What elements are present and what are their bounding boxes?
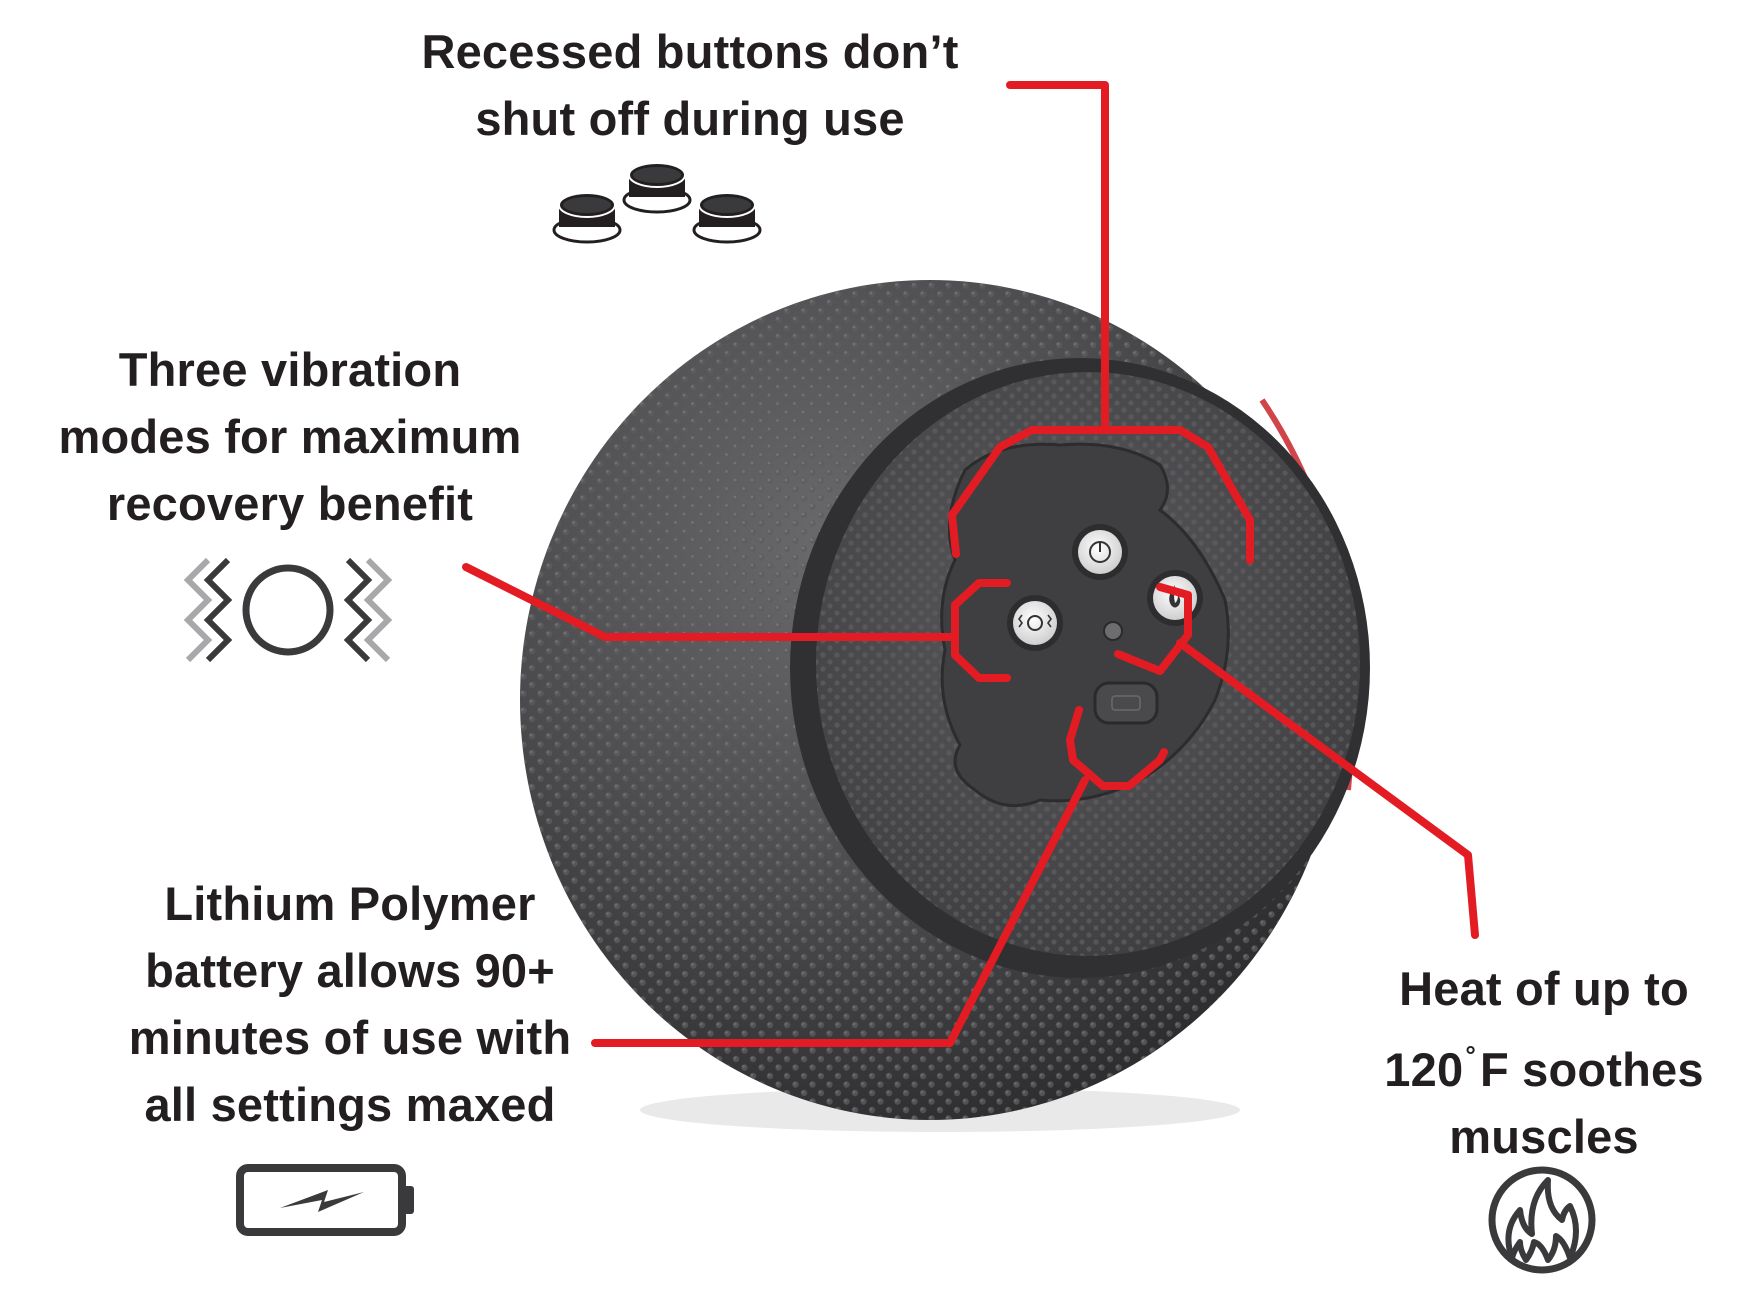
callout-heat: Heat of up to 120°F soothes muscles bbox=[1345, 955, 1743, 1170]
recessed-button-shape bbox=[692, 192, 762, 244]
callout-line: Three vibration bbox=[118, 343, 462, 396]
callout-line: minutes of use with bbox=[128, 1011, 572, 1064]
leader-buttons bbox=[1006, 81, 1109, 434]
recessed-button-shape bbox=[552, 192, 622, 244]
degree-symbol: ° bbox=[1465, 1040, 1476, 1070]
callout-leaders bbox=[462, 81, 1479, 1047]
callout-line: Recessed buttons don’t bbox=[421, 25, 959, 78]
heat-unit-text: F soothes bbox=[1479, 1043, 1704, 1096]
callout-line: muscles bbox=[1449, 1110, 1639, 1163]
callout-line: modes for maximum bbox=[58, 410, 522, 463]
leader-battery bbox=[591, 776, 1089, 1047]
callout-line: Lithium Polymer bbox=[164, 877, 536, 930]
callout-recessed-buttons: Recessed buttons don’t shut off during u… bbox=[360, 18, 1020, 152]
bracket-heat bbox=[1114, 583, 1192, 675]
vibration-icon bbox=[183, 557, 393, 663]
charge-port bbox=[1093, 681, 1159, 725]
recessed-button-shape bbox=[622, 162, 692, 214]
leader-heat bbox=[1176, 639, 1479, 939]
power-button bbox=[1072, 524, 1128, 580]
vibration-mode-button bbox=[1007, 595, 1063, 651]
callout-line: shut off during use bbox=[475, 92, 905, 145]
callout-line: Heat of up to bbox=[1399, 962, 1689, 1015]
leader-modes bbox=[462, 563, 959, 641]
callout-vibration-modes: Three vibration modes for maximum recove… bbox=[0, 336, 580, 537]
battery-icon bbox=[236, 1164, 414, 1236]
flame-icon bbox=[1488, 1166, 1596, 1274]
heat-mode-button bbox=[1147, 570, 1203, 626]
callout-line: recovery benefit bbox=[106, 477, 474, 530]
callout-line: battery allows 90+ bbox=[145, 944, 555, 997]
callout-battery: Lithium Polymer battery allows 90+ minut… bbox=[40, 870, 660, 1138]
bracket-battery bbox=[1066, 706, 1168, 790]
callout-line: all settings maxed bbox=[144, 1078, 556, 1131]
bracket-buttons bbox=[948, 426, 1254, 564]
callout-line: 120°F soothes bbox=[1345, 1022, 1743, 1103]
status-led bbox=[1103, 621, 1123, 641]
recessed-buttons-icon bbox=[552, 162, 762, 244]
bracket-modes bbox=[951, 579, 1011, 682]
heat-value: 120 bbox=[1384, 1043, 1464, 1096]
